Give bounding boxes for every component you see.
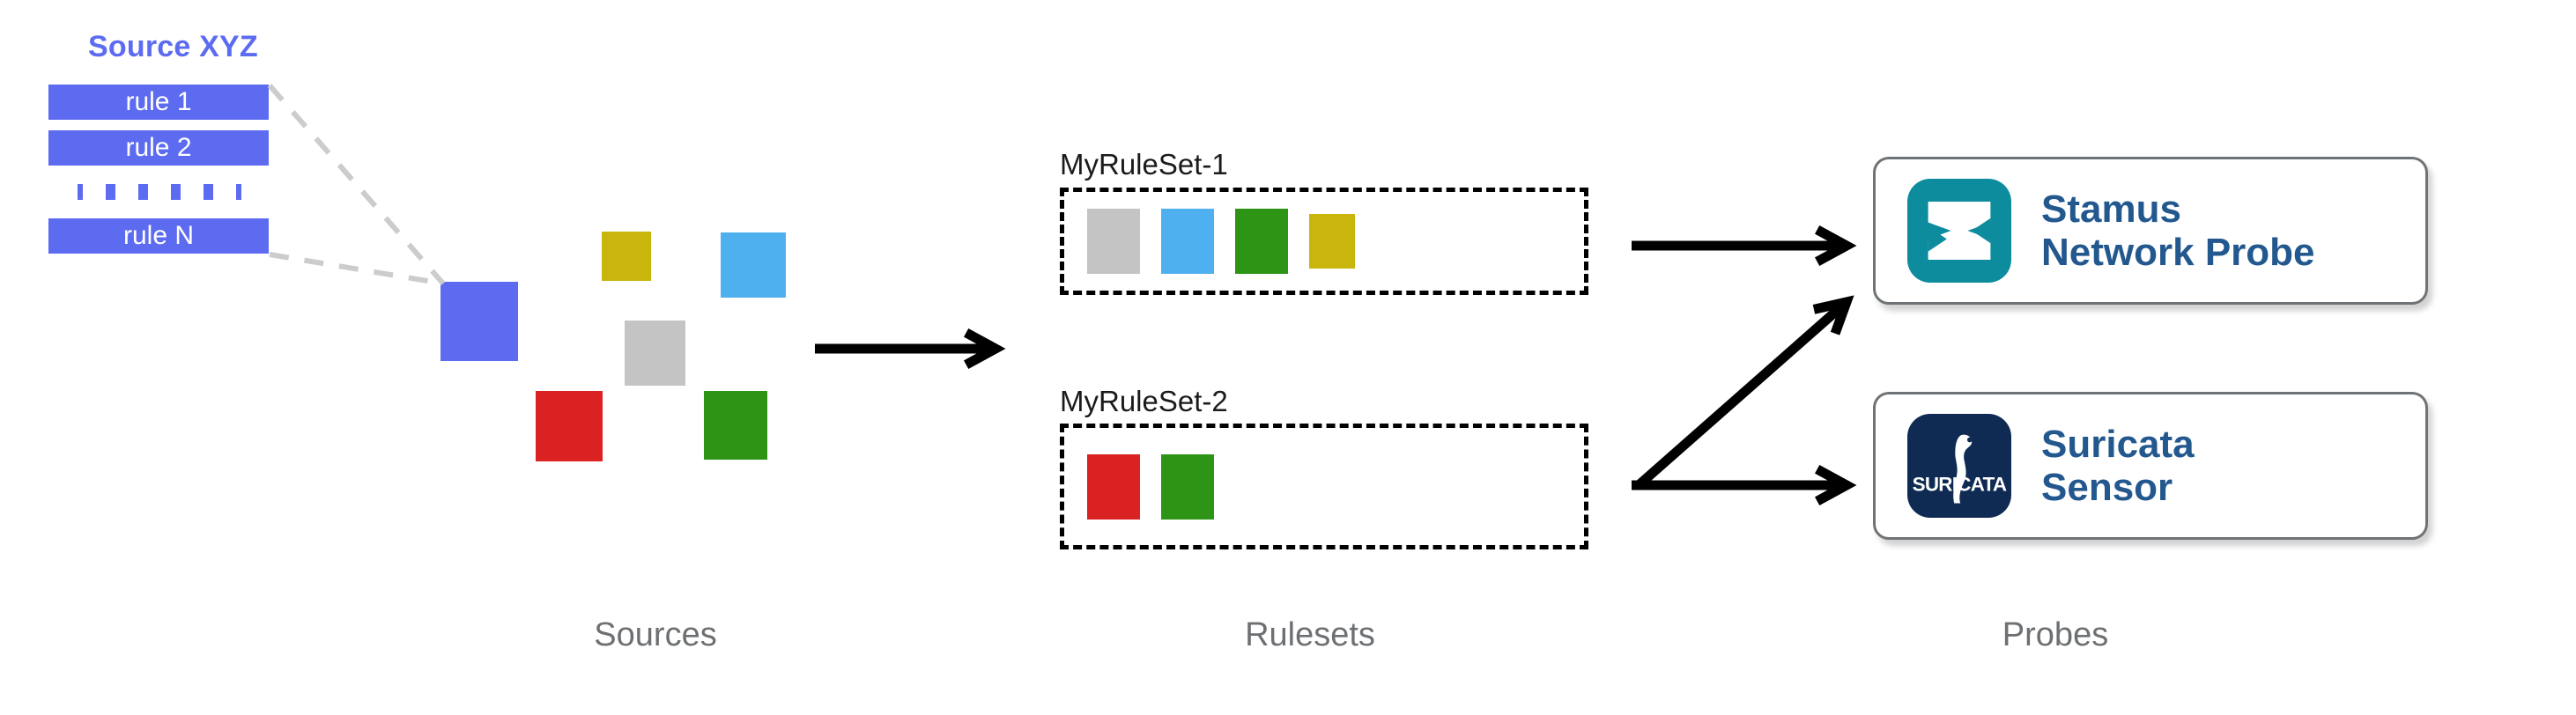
suricata-logo-icon: SURICATA bbox=[1907, 414, 2011, 518]
arrowhead-icon bbox=[1812, 295, 1854, 335]
dashed-connector-bottom bbox=[269, 252, 444, 286]
arrow-ruleset2-to-suricata bbox=[1632, 464, 1857, 506]
chip-green bbox=[1235, 209, 1288, 274]
section-label-rulesets: Rulesets bbox=[1245, 616, 1375, 653]
probe-card-stamus-network-probe[interactable]: Stamus Network Probe bbox=[1873, 157, 2428, 305]
chip-gray bbox=[1087, 209, 1140, 274]
chip-red bbox=[1087, 453, 1140, 520]
square-blue bbox=[440, 282, 518, 361]
chip-yellow bbox=[1309, 214, 1355, 269]
square-yellow bbox=[602, 232, 651, 281]
section-label-sources: Sources bbox=[594, 616, 717, 653]
square-gray bbox=[625, 321, 685, 386]
ruleset-label-1: MyRuleSet-1 bbox=[1060, 148, 1228, 181]
ruleset-box-2[interactable] bbox=[1060, 424, 1588, 549]
suricata-wordmark: SURICATA bbox=[1913, 473, 2007, 495]
source-title: Source XYZ bbox=[88, 30, 258, 63]
chip-lightblue bbox=[1161, 209, 1214, 274]
arrowhead-icon bbox=[964, 328, 1006, 370]
arrow-ruleset1-to-stamus bbox=[1632, 225, 1857, 267]
stamus-logo-icon bbox=[1907, 179, 2011, 283]
square-green bbox=[704, 391, 767, 460]
probe-card-suricata-sensor[interactable]: SURICATA Suricata Sensor bbox=[1873, 392, 2428, 540]
ruleset-chip-row bbox=[1064, 428, 1584, 545]
ruleset-chip-row bbox=[1064, 192, 1584, 291]
arrow-ruleset2-to-stamus bbox=[1635, 295, 1854, 490]
rule-ellipsis-icon bbox=[78, 184, 241, 200]
chip-green bbox=[1161, 453, 1214, 520]
ruleset-label-2: MyRuleSet-2 bbox=[1060, 385, 1228, 417]
probe-name-stamus: Stamus Network Probe bbox=[2041, 187, 2315, 274]
dashed-connector-top bbox=[267, 84, 446, 285]
square-lightblue bbox=[721, 232, 786, 298]
probe-name-suricata: Suricata Sensor bbox=[2041, 422, 2195, 509]
rule-bar-1: rule 1 bbox=[48, 85, 269, 120]
ruleset-box-1[interactable] bbox=[1060, 188, 1588, 295]
section-label-probes: Probes bbox=[2002, 616, 2109, 653]
arrow-sources-to-rulesets bbox=[815, 328, 1006, 370]
square-red bbox=[536, 391, 603, 461]
rule-bar-2: rule 2 bbox=[48, 130, 269, 166]
rule-bar-n: rule N bbox=[48, 218, 269, 254]
arrowhead-icon bbox=[1815, 464, 1857, 506]
arrowhead-icon bbox=[1815, 225, 1857, 267]
